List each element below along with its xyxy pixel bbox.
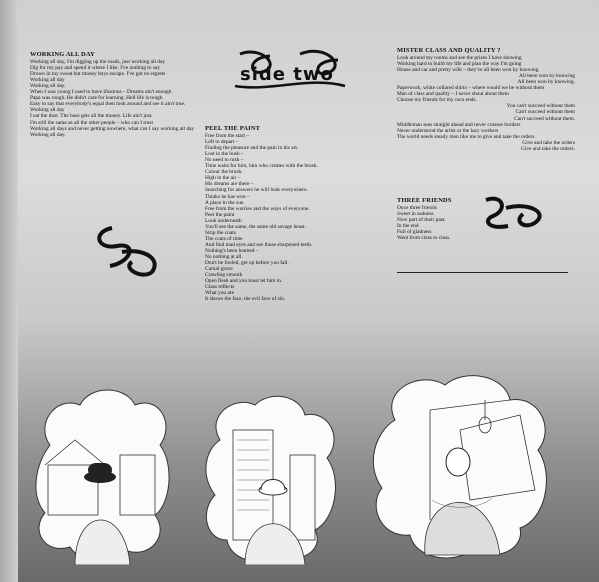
- lyric-line: And find mad eyes and see those sharpene…: [205, 241, 313, 248]
- side-two-title: side two: [240, 64, 334, 85]
- lyrics-peel-the-paint: PEEL THE PAINT Free from the start –Left…: [205, 125, 355, 302]
- lyrics-working-all-day: WORKING ALL DAY Working all day, I'm dig…: [30, 51, 195, 138]
- lyric-line: Time waits for him, him who creates with…: [205, 163, 318, 170]
- lyric-line: A place in the sun: [205, 199, 244, 206]
- lyric-line: Paperwork, white collared shirts – where…: [397, 85, 545, 92]
- lyric-line: Carnal grave: [205, 266, 233, 273]
- divider-line: [397, 272, 568, 273]
- lyric-line: Can't succeed without them.: [514, 115, 575, 122]
- lyric-line: Searching for answers he will look every…: [205, 187, 308, 194]
- lyric-line: Open flesh and you must let him in.: [205, 278, 283, 285]
- lyric-line: In the end: [397, 223, 419, 230]
- lyric-line: High in the air –: [205, 175, 241, 182]
- lyric-line: Glass reflects: [205, 284, 235, 291]
- lyric-line: The world needs steady men like me to gi…: [397, 133, 535, 140]
- lyric-line: Man of class and quality – I never shout…: [397, 91, 509, 98]
- lyric-line: Once three friends: [397, 205, 437, 212]
- lyric-line: Working all day.: [30, 131, 66, 138]
- lyric-line: Finding the pleasure and the pain in his…: [205, 145, 299, 152]
- hardhat-worker-city-illustration: [205, 395, 336, 565]
- song-title: PEEL THE PAINT: [205, 125, 261, 132]
- lyric-line: Give and take the orders.: [520, 145, 575, 152]
- lyric-line: You can't succeed without them: [506, 103, 575, 110]
- song-title: MISTER CLASS AND QUALITY ?: [397, 47, 501, 54]
- bowler-hat-worker-illustration: [35, 389, 170, 565]
- lyric-line: The coats of time: [205, 235, 243, 242]
- lyric-line: House and car and pretty wife – they've …: [397, 67, 539, 74]
- sleeve-spine: [0, 0, 18, 582]
- lyric-line: Left to depart –: [205, 139, 239, 146]
- lyric-line: All been won by knowing: [519, 73, 575, 80]
- lyric-line: I eat the dust. The boss gets all the mo…: [30, 113, 153, 120]
- lyric-line: What you are: [205, 290, 235, 297]
- lyric-line: Went from class to class.: [397, 235, 451, 242]
- lyric-line: Can't succeed without them: [515, 109, 575, 116]
- lyric-line: Crawling smooth: [205, 272, 243, 279]
- lyric-line: His dreams are there –: [205, 181, 254, 188]
- lyric-line: Strip the coats: [205, 229, 236, 236]
- lyric-line: Working hard to build my life and plan t…: [397, 61, 522, 68]
- lyric-line: Never understood the artist or the lazy …: [397, 127, 499, 134]
- lyric-line: Working all day: [30, 107, 65, 114]
- lyric-line: Free from the worries and the ways of ev…: [205, 205, 310, 212]
- lyric-line: Now part of their past.: [397, 217, 446, 224]
- lyric-line: Dig for my pay and spend it where I like…: [30, 65, 161, 72]
- lyric-line: Drown in my sweat but money buys escape.…: [30, 71, 166, 78]
- painter-studio-illustration: [372, 375, 547, 559]
- lyric-line: Peel the paint: [205, 211, 235, 218]
- song-title: WORKING ALL DAY: [30, 51, 95, 58]
- ribbon-ornament-icon: [97, 226, 157, 277]
- lyric-lines: Working all day, I'm digging up the road…: [30, 59, 195, 138]
- ribbon-ornament-icon: [485, 196, 542, 229]
- lyric-line: Colour the brush.: [205, 169, 243, 176]
- lyric-line: No nothing at all.: [205, 253, 243, 260]
- lyric-line: Don't be fooled, get up before you fall.: [205, 260, 289, 267]
- lyric-lines: Look around my rooms and see the prizes …: [397, 55, 575, 152]
- lyric-line: Papa was rough. He didn't care for learn…: [30, 95, 163, 102]
- lyric-line: Working all day, I'm digging up the road…: [30, 59, 166, 66]
- lyric-line: Free from the start –: [205, 133, 250, 140]
- lyrics-mister-class-and-quality: MISTER CLASS AND QUALITY ? Look around m…: [397, 47, 575, 152]
- lyric-line: No need to rush –: [205, 157, 244, 164]
- lyric-line: I'm still the same as all the other peop…: [30, 119, 153, 126]
- lyric-line: Working all day.: [30, 83, 66, 90]
- lyric-line: Nothing's been learned –: [205, 247, 259, 254]
- lyric-line: Easy to say that everybody's equal then …: [30, 101, 186, 108]
- lyric-line: You'll see the same, the same old savage…: [205, 223, 307, 230]
- lyric-lines: Free from the start –Left to depart –Fin…: [205, 133, 355, 302]
- lyric-line: Look underneath: [205, 217, 242, 224]
- song-title: THREE FRIENDS: [397, 197, 452, 204]
- side-two-ribbon-icon: [234, 49, 346, 89]
- lyric-line: It shows the face, the evil face of sin.: [205, 296, 286, 303]
- lyric-line: Lost in the hush –: [205, 151, 244, 158]
- lyric-line: Middleman sees straight ahead and never …: [397, 121, 521, 128]
- lyric-line: Working all day: [30, 77, 65, 84]
- lyric-line: All been won by knowing.: [517, 79, 575, 86]
- lyric-line: When I was young I used to have illusion…: [30, 89, 172, 96]
- lyric-line: Working all days and never getting nowhe…: [30, 125, 195, 132]
- lyric-line: Sweet in sadness: [397, 211, 434, 218]
- lyric-line: Give and take the orders: [522, 139, 575, 146]
- lyric-line: Thinks he has won –: [205, 193, 250, 200]
- lyric-line: Look around my rooms and see the prizes …: [397, 55, 522, 62]
- lyric-line: Full of gladness: [397, 229, 432, 236]
- lyric-line: Choose my friends for my own ends.: [397, 97, 477, 104]
